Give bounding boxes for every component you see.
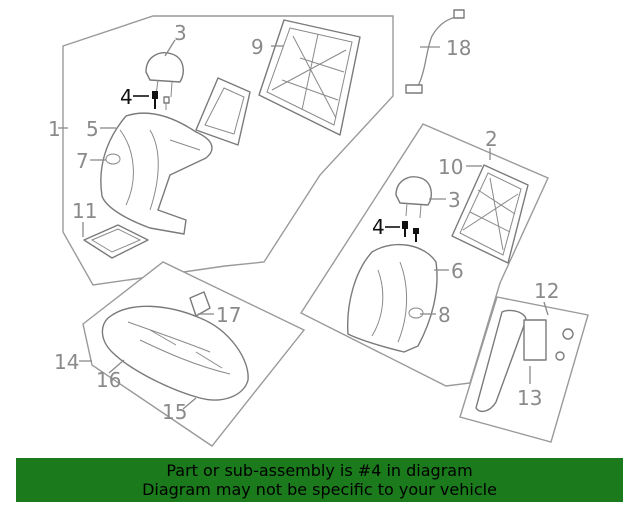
seat-back-right <box>347 243 438 353</box>
seat-back-frame-right <box>451 164 529 264</box>
callout-14: 14 <box>54 350 79 374</box>
callout-7: 7 <box>76 149 89 173</box>
parts-diagram: 3 9 18 1 5 7 11 4 2 10 3 4 6 8 12 13 14 … <box>48 9 589 447</box>
callout-3-left: 3 <box>174 21 187 45</box>
side-bolster <box>475 309 574 413</box>
banner-line-1: Part or sub-assembly is #4 in diagram <box>166 461 473 480</box>
callout-12: 12 <box>534 279 559 303</box>
callout-1: 1 <box>48 117 61 141</box>
cushion-clip <box>189 291 211 317</box>
bolt-group-right <box>402 221 419 242</box>
callout-4-right[interactable]: 4 <box>372 215 385 239</box>
banner-line-2: Diagram may not be specific to your vehi… <box>142 480 497 499</box>
callout-8: 8 <box>438 303 451 327</box>
callout-4-left[interactable]: 4 <box>120 85 133 109</box>
callout-15: 15 <box>162 400 187 424</box>
callout-5: 5 <box>86 117 99 141</box>
armrest-bracket <box>195 77 251 146</box>
bolt-group-left <box>152 91 170 110</box>
seat-back-left <box>100 112 213 235</box>
trim-panel <box>83 224 149 259</box>
callout-16: 16 <box>96 368 121 392</box>
callout-11: 11 <box>72 199 97 223</box>
headrest-left <box>145 52 184 98</box>
assembly-notice-banner: Part or sub-assembly is #4 in diagram Di… <box>16 458 623 502</box>
callout-13: 13 <box>517 386 542 410</box>
callout-2: 2 <box>485 127 498 151</box>
wiring-harness <box>405 9 465 94</box>
callout-6: 6 <box>451 259 464 283</box>
seat-back-frame <box>258 19 361 136</box>
callout-18: 18 <box>446 36 471 60</box>
seat-cushion <box>101 305 249 401</box>
callout-10: 10 <box>438 155 463 179</box>
headrest-right <box>395 176 433 219</box>
callout-3-right: 3 <box>448 188 461 212</box>
callout-9: 9 <box>251 35 264 59</box>
callout-17: 17 <box>216 303 241 327</box>
